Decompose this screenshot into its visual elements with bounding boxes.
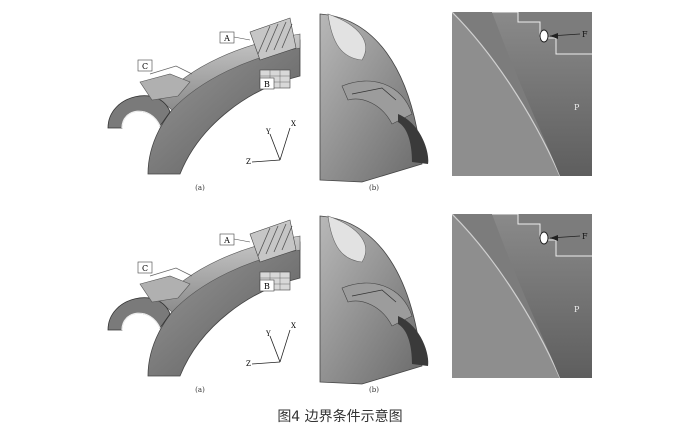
axis-z-label: Z: [246, 360, 251, 368]
panel-b-model: (b): [319, 13, 429, 192]
callout-b: B: [264, 80, 270, 89]
callout-c: C: [142, 62, 148, 71]
figure-caption: 图4 边界条件示意图: [277, 409, 403, 425]
sublabel-b: (b): [369, 184, 379, 192]
callout-b: B: [264, 282, 270, 291]
panel-a-model: A C B X Y Z (a): [107, 17, 301, 192]
axis-x-label: X: [291, 120, 296, 128]
sublabel-a: (a): [195, 184, 205, 192]
callout-a: A: [223, 236, 230, 245]
axis-y-label: Y: [265, 128, 271, 136]
label-p: P: [574, 103, 580, 112]
panel-a-model: A C B X Y Z (a): [107, 219, 301, 394]
panel-b-model: (b): [319, 215, 429, 394]
panel-c-section: F P: [452, 214, 592, 378]
callout-a: A: [223, 34, 230, 43]
sublabel-a: (a): [195, 386, 205, 394]
panel-c-section: F P: [452, 12, 592, 176]
label-f: F: [582, 30, 588, 39]
callout-c: C: [142, 264, 148, 273]
axis-y-label: Y: [265, 330, 271, 338]
figure-row-top: A C B X Y Z (a) (b): [0, 4, 680, 194]
label-p: P: [574, 305, 580, 314]
label-f: F: [582, 232, 588, 241]
figure-row-bottom: A C B X Y Z (a) (b): [0, 206, 680, 396]
axis-x-label: X: [291, 322, 296, 330]
sublabel-b: (b): [369, 386, 379, 394]
axis-z-label: Z: [246, 158, 251, 166]
